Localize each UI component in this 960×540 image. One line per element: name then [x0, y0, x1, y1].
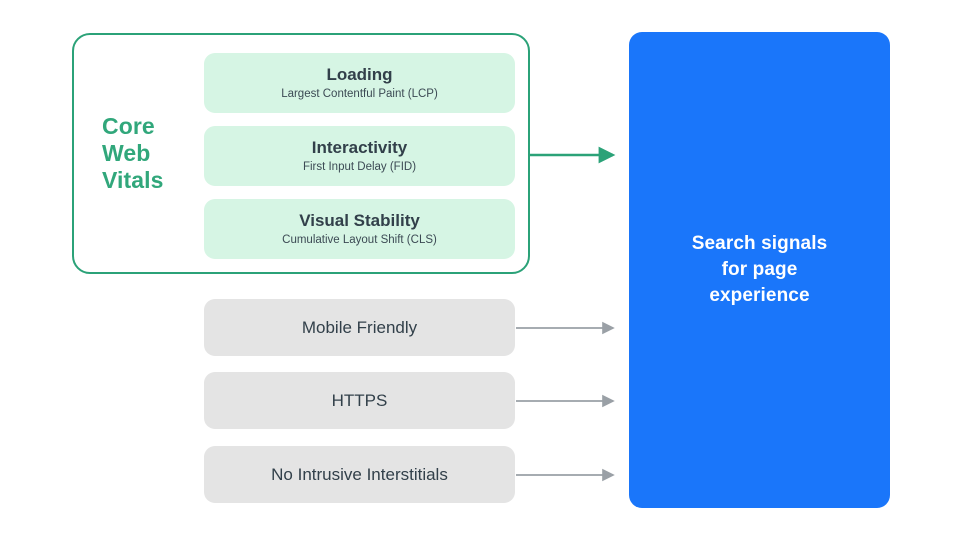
- metric-title: Loading: [326, 65, 393, 84]
- metric-title: Visual Stability: [299, 211, 420, 230]
- core-web-vitals-label-line-1: Core: [102, 113, 155, 139]
- metric-card-loading[interactable]: Loading Largest Contentful Paint (LCP): [204, 53, 515, 113]
- signal-label: HTTPS: [331, 390, 388, 410]
- signal-card-mobile-friendly[interactable]: Mobile Friendly: [204, 299, 515, 356]
- core-web-vitals-label: Core Web Vitals: [102, 113, 194, 194]
- core-web-vitals-label-line-2: Web: [102, 140, 151, 166]
- core-web-vitals-label-line-3: Vitals: [102, 167, 164, 193]
- metric-subtitle: Largest Contentful Paint (LCP): [281, 88, 438, 100]
- signal-label: Mobile Friendly: [301, 317, 418, 337]
- metric-subtitle: Cumulative Layout Shift (CLS): [282, 234, 437, 246]
- signal-card-https[interactable]: HTTPS: [204, 372, 515, 429]
- metric-card-interactivity[interactable]: Interactivity First Input Delay (FID): [204, 126, 515, 186]
- metric-card-visual-stability[interactable]: Visual Stability Cumulative Layout Shift…: [204, 199, 515, 259]
- search-signals-destination-box[interactable]: Search signals for page experience: [629, 32, 890, 508]
- metric-title: Interactivity: [311, 138, 408, 157]
- signal-label: No Intrusive Interstitials: [271, 464, 448, 484]
- search-signals-destination-label: Search signals for page experience: [691, 233, 828, 306]
- metric-subtitle: First Input Delay (FID): [302, 161, 417, 173]
- signal-card-no-intrusive-interstitials[interactable]: No Intrusive Interstitials: [204, 446, 515, 503]
